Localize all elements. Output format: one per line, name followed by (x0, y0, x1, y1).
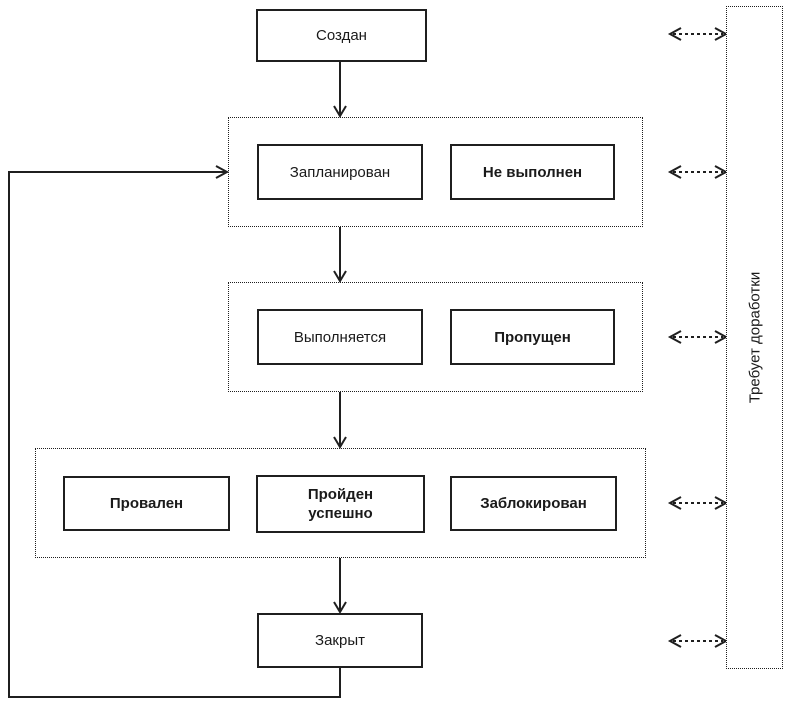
group-planned (228, 117, 643, 227)
node-blocked: Заблокирован (450, 476, 617, 531)
arrow-created-to-planned-group (333, 62, 347, 118)
group-result (35, 448, 646, 558)
node-blocked-label: Заблокирован (480, 495, 587, 512)
node-not-performed-label: Не выполнен (482, 163, 583, 181)
node-created: Создан (256, 9, 427, 62)
double-arrow-result-rework (667, 496, 729, 510)
arrow-inprogress-to-result-group (333, 392, 347, 449)
double-arrow-inprogress-rework (667, 330, 729, 344)
node-skipped: Пропущен (450, 309, 615, 365)
arrow-result-to-closed (333, 558, 347, 614)
node-failed: Провален (63, 476, 230, 531)
node-planned-label: Запланирован (289, 163, 391, 181)
node-in-progress: Выполняется (257, 309, 423, 365)
node-planned: Запланирован (257, 144, 423, 200)
double-arrow-planned-rework (667, 165, 729, 179)
node-needs-rework-label: Требует доработки (746, 271, 764, 404)
double-arrow-closed-rework (667, 634, 729, 648)
node-passed-label: Пройден успешно (307, 486, 374, 522)
node-not-performed: Не выполнен (450, 144, 615, 200)
arrow-closed-feedback-loop (8, 165, 341, 698)
group-in-progress (228, 282, 643, 392)
double-arrow-created-rework (667, 27, 729, 41)
node-needs-rework: Требует доработки (726, 6, 783, 669)
node-skipped-label: Пропущен (494, 328, 571, 346)
node-in-progress-label: Выполняется (293, 328, 387, 346)
node-failed-label: Провален (109, 495, 184, 512)
arrow-planned-to-inprogress-group (333, 227, 347, 283)
node-passed: Пройден успешно (256, 475, 425, 533)
node-closed: Закрыт (257, 613, 423, 668)
node-closed-label: Закрыт (315, 632, 365, 649)
node-created-label: Создан (316, 27, 367, 44)
